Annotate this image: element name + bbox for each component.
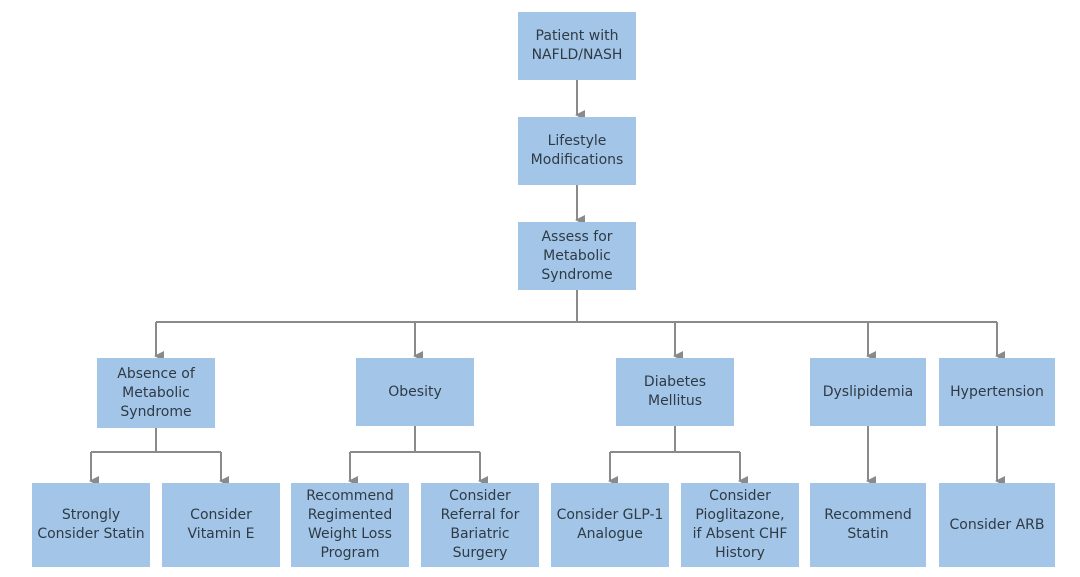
node-bariatric: Consider Referral for Bariatric Surgery: [421, 483, 539, 567]
node-absence: Absence of Metabolic Syndrome: [97, 358, 215, 428]
node-hypertension: Hypertension: [939, 358, 1055, 426]
node-glp1: Consider GLP-1 Analogue: [551, 483, 669, 567]
node-statin-recommend-label: Recommend Statin: [824, 507, 912, 542]
node-lifestyle: Lifestyle Modifications: [518, 117, 636, 185]
node-statin-strong: Strongly Consider Statin: [32, 483, 150, 567]
node-arb: Consider ARB: [939, 483, 1055, 567]
node-assess-label: Assess for Metabolic Syndrome: [541, 228, 613, 283]
node-dyslipidemia: Dyslipidemia: [810, 358, 926, 426]
node-diabetes: Diabetes Mellitus: [616, 358, 734, 426]
node-glp1-label: Consider GLP-1 Analogue: [556, 507, 664, 542]
node-absence-label: Absence of Metabolic Syndrome: [117, 365, 195, 420]
node-arb-label: Consider ARB: [949, 516, 1045, 533]
node-statin-strong-label: Strongly Consider Statin: [37, 507, 145, 542]
node-hypertension-label: Hypertension: [950, 383, 1044, 400]
node-dyslipidemia-label: Dyslipidemia: [822, 383, 914, 400]
node-vitamin-e-label: Consider Vitamin E: [187, 507, 255, 542]
node-obesity-label: Obesity: [388, 383, 442, 400]
node-pioglitazone: Consider Pioglitazone, if Absent CHF His…: [681, 483, 799, 567]
node-pioglitazone-label: Consider Pioglitazone, if Absent CHF His…: [692, 488, 788, 561]
node-assess: Assess for Metabolic Syndrome: [518, 222, 636, 290]
node-weight-loss: Recommend Regimented Weight Loss Program: [291, 483, 409, 567]
node-lifestyle-label: Lifestyle Modifications: [530, 133, 624, 168]
node-patient: Patient with NAFLD/NASH: [518, 12, 636, 80]
node-vitamin-e: Consider Vitamin E: [162, 483, 280, 567]
node-bariatric-label: Consider Referral for Bariatric Surgery: [440, 488, 520, 561]
node-weight-loss-label: Recommend Regimented Weight Loss Program: [306, 488, 394, 561]
node-diabetes-label: Diabetes Mellitus: [643, 374, 707, 409]
node-patient-label: Patient with NAFLD/NASH: [531, 28, 623, 63]
node-obesity: Obesity: [356, 358, 474, 426]
node-statin-recommend: Recommend Statin: [810, 483, 926, 567]
